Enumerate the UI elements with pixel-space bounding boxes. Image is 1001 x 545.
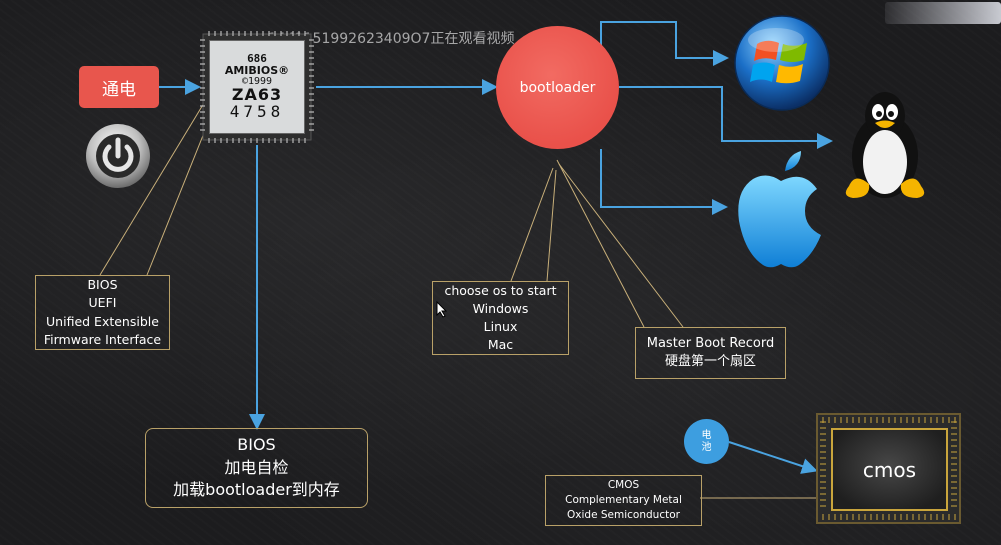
bios-chip-label: 686 AMIBIOS® ©1999 ZA63 4758	[209, 40, 305, 134]
box-text-line: Oxide Semiconductor	[567, 509, 680, 522]
pointer-choose-to-bootloader	[510, 167, 554, 282]
box-text-line: Linux	[483, 319, 518, 334]
box-text-line: 加载bootloader到内存	[173, 480, 340, 500]
chip-text-line: AMIBIOS®	[224, 63, 290, 77]
arrow-battery-to-cmos	[728, 441, 818, 474]
pointer-mbr-to-bootloader	[556, 159, 645, 328]
box-text-line: Windows	[472, 300, 529, 316]
box-text-line: 硬盘第一个扇区	[664, 354, 756, 369]
battery-label-line: 池	[701, 441, 712, 453]
bios-function-box: BIOS 加电自检 加载bootloader到内存	[145, 428, 368, 508]
bootloader-node: bootloader	[496, 26, 619, 149]
pointer-choose-to-bootloader	[546, 169, 557, 282]
bios-chip: 686 AMIBIOS® ©1999 ZA63 4758	[199, 30, 315, 144]
box-text-line: CMOS	[607, 478, 640, 491]
box-text-line: Mac	[487, 337, 514, 353]
power-on-label: 通电	[79, 66, 159, 108]
tux-penguin-icon	[835, 86, 935, 204]
video-watermark: 1441151992623409O7正在观看视频	[268, 31, 515, 47]
pointer-mbr-to-bootloader	[558, 163, 684, 328]
box-text-line: Firmware Interface	[43, 331, 162, 347]
chip-text-line: 4758	[229, 101, 285, 121]
mouse-cursor-icon	[436, 300, 448, 318]
battery-label-line: 电	[701, 429, 712, 441]
chip-text-line: ©1999	[241, 75, 273, 87]
bios-description-box: BIOS UEFI Unified Extensible Firmware In…	[35, 275, 170, 350]
arrow-bootloader-to-apple	[600, 149, 728, 215]
box-text-line: choose os to start	[444, 282, 557, 298]
power-button-icon	[85, 123, 151, 189]
box-text-line: BIOS	[87, 277, 118, 293]
apple-logo-icon	[733, 149, 829, 271]
arrow-bootloader-to-linux	[619, 86, 833, 149]
box-text-line: 加电自检	[224, 457, 289, 477]
pointer-bios-box-to-chip	[99, 102, 205, 276]
cmos-chip: cmos	[815, 412, 962, 525]
pointer-bios-box-to-chip	[146, 117, 211, 276]
arrow-bootloader-to-windows	[600, 21, 729, 66]
box-text-line: Master Boot Record	[646, 335, 775, 351]
cmos-description-box: CMOS Complementary Metal Oxide Semicondu…	[545, 475, 702, 526]
mbr-description-box: Master Boot Record 硬盘第一个扇区	[635, 327, 786, 379]
chip-text-line: 686	[247, 52, 267, 66]
box-text-line: Unified Extensible	[46, 313, 159, 329]
cmos-chip-label: cmos	[862, 457, 917, 482]
choose-os-box: choose os to start Windows Linux Mac	[432, 281, 569, 355]
corner-overlay	[885, 2, 1001, 24]
box-text-line: Complementary Metal	[565, 493, 682, 506]
bootloader-label: bootloader	[519, 79, 596, 96]
windows-logo-icon	[733, 14, 831, 112]
box-text-line: BIOS	[237, 435, 276, 455]
chip-text-line: ZA63	[231, 85, 283, 104]
battery-node: 电 池	[684, 419, 729, 464]
box-text-line: UEFI	[88, 295, 117, 311]
